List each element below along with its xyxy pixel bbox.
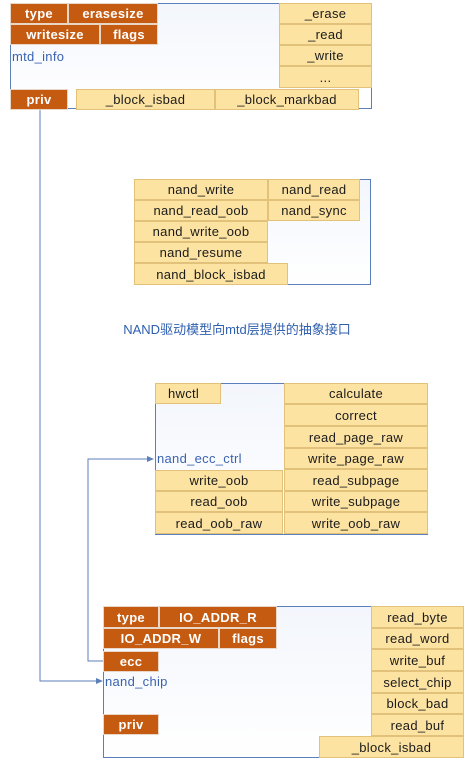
mtd-op-write: _write xyxy=(279,45,372,66)
chip-op-read-word: read_word xyxy=(371,628,464,649)
api-nand-resume: nand_resume xyxy=(134,242,268,263)
api-nand-block-isbad: nand_block_isbad xyxy=(134,263,288,285)
ecc-op-correct: correct xyxy=(284,404,428,426)
nand-chip-arrowhead xyxy=(96,678,103,684)
ecc-op-write-oob: write_oob xyxy=(155,470,283,491)
mtd-info-label: mtd_info xyxy=(12,49,65,64)
ecc-op-calculate: calculate xyxy=(284,383,428,404)
chip-op-select-chip: select_chip xyxy=(371,671,464,693)
chip-op-block-bad: block_bad xyxy=(371,693,464,714)
chip-field-ecc: ecc xyxy=(103,651,159,672)
chip-field-priv: priv xyxy=(103,714,159,735)
chip-field-io-addr-r: IO_ADDR_R xyxy=(159,606,277,628)
ecc-op-hwctl: hwctl xyxy=(155,383,221,404)
chip-op-read-byte: read_byte xyxy=(371,606,464,628)
priv-to-nand-chip-arrow xyxy=(39,110,98,682)
api-nand-read-oob: nand_read_oob xyxy=(134,200,268,221)
ecc-op-write-page-raw: write_page_raw xyxy=(284,448,428,469)
mtd-op-block-markbad: _block_markbad xyxy=(215,89,359,110)
chip-field-type: type xyxy=(103,606,159,628)
ecc-op-read-subpage: read_subpage xyxy=(284,469,428,491)
mtd-field-erasesize: erasesize xyxy=(68,3,158,24)
ecc-op-read-oob-raw: read_oob_raw xyxy=(155,512,283,534)
ecc-op-write-subpage: write_subpage xyxy=(284,491,428,512)
ecc-to-nand-ecc-ctrl-arrow xyxy=(87,458,148,662)
mtd-op-erase: _erase xyxy=(279,3,372,24)
chip-op-block-isbad: _block_isbad xyxy=(319,736,464,758)
ecc-op-read-page-raw: read_page_raw xyxy=(284,426,428,448)
api-caption: NAND驱动模型向mtd层提供的抽象接口 xyxy=(123,322,351,337)
nand-ecc-ctrl-label: nand_ecc_ctrl xyxy=(157,451,242,466)
api-nand-read: nand_read xyxy=(268,179,360,200)
chip-field-flags: flags xyxy=(219,628,277,649)
api-nand-sync: nand_sync xyxy=(268,200,360,221)
mtd-op-read: _read xyxy=(279,24,372,45)
ecc-op-write-oob-raw: write_oob_raw xyxy=(284,512,428,534)
nand-ecc-ctrl-arrowhead xyxy=(147,456,154,462)
api-nand-write: nand_write xyxy=(134,179,268,200)
mtd-field-type: type xyxy=(10,3,68,24)
ecc-op-read-oob: read_oob xyxy=(155,491,283,512)
chip-op-read-buf: read_buf xyxy=(371,714,464,736)
mtd-field-writesize: writesize xyxy=(10,24,100,45)
nand-chip-label: nand_chip xyxy=(105,674,168,689)
mtd-op-ellipsis: ... xyxy=(279,66,372,88)
api-nand-write-oob: nand_write_oob xyxy=(134,221,268,242)
mtd-field-flags: flags xyxy=(100,24,158,45)
mtd-field-priv: priv xyxy=(10,89,68,110)
chip-field-io-addr-w: IO_ADDR_W xyxy=(103,628,219,649)
mtd-op-block-isbad: _block_isbad xyxy=(76,89,215,110)
chip-op-write-buf: write_buf xyxy=(371,649,464,671)
